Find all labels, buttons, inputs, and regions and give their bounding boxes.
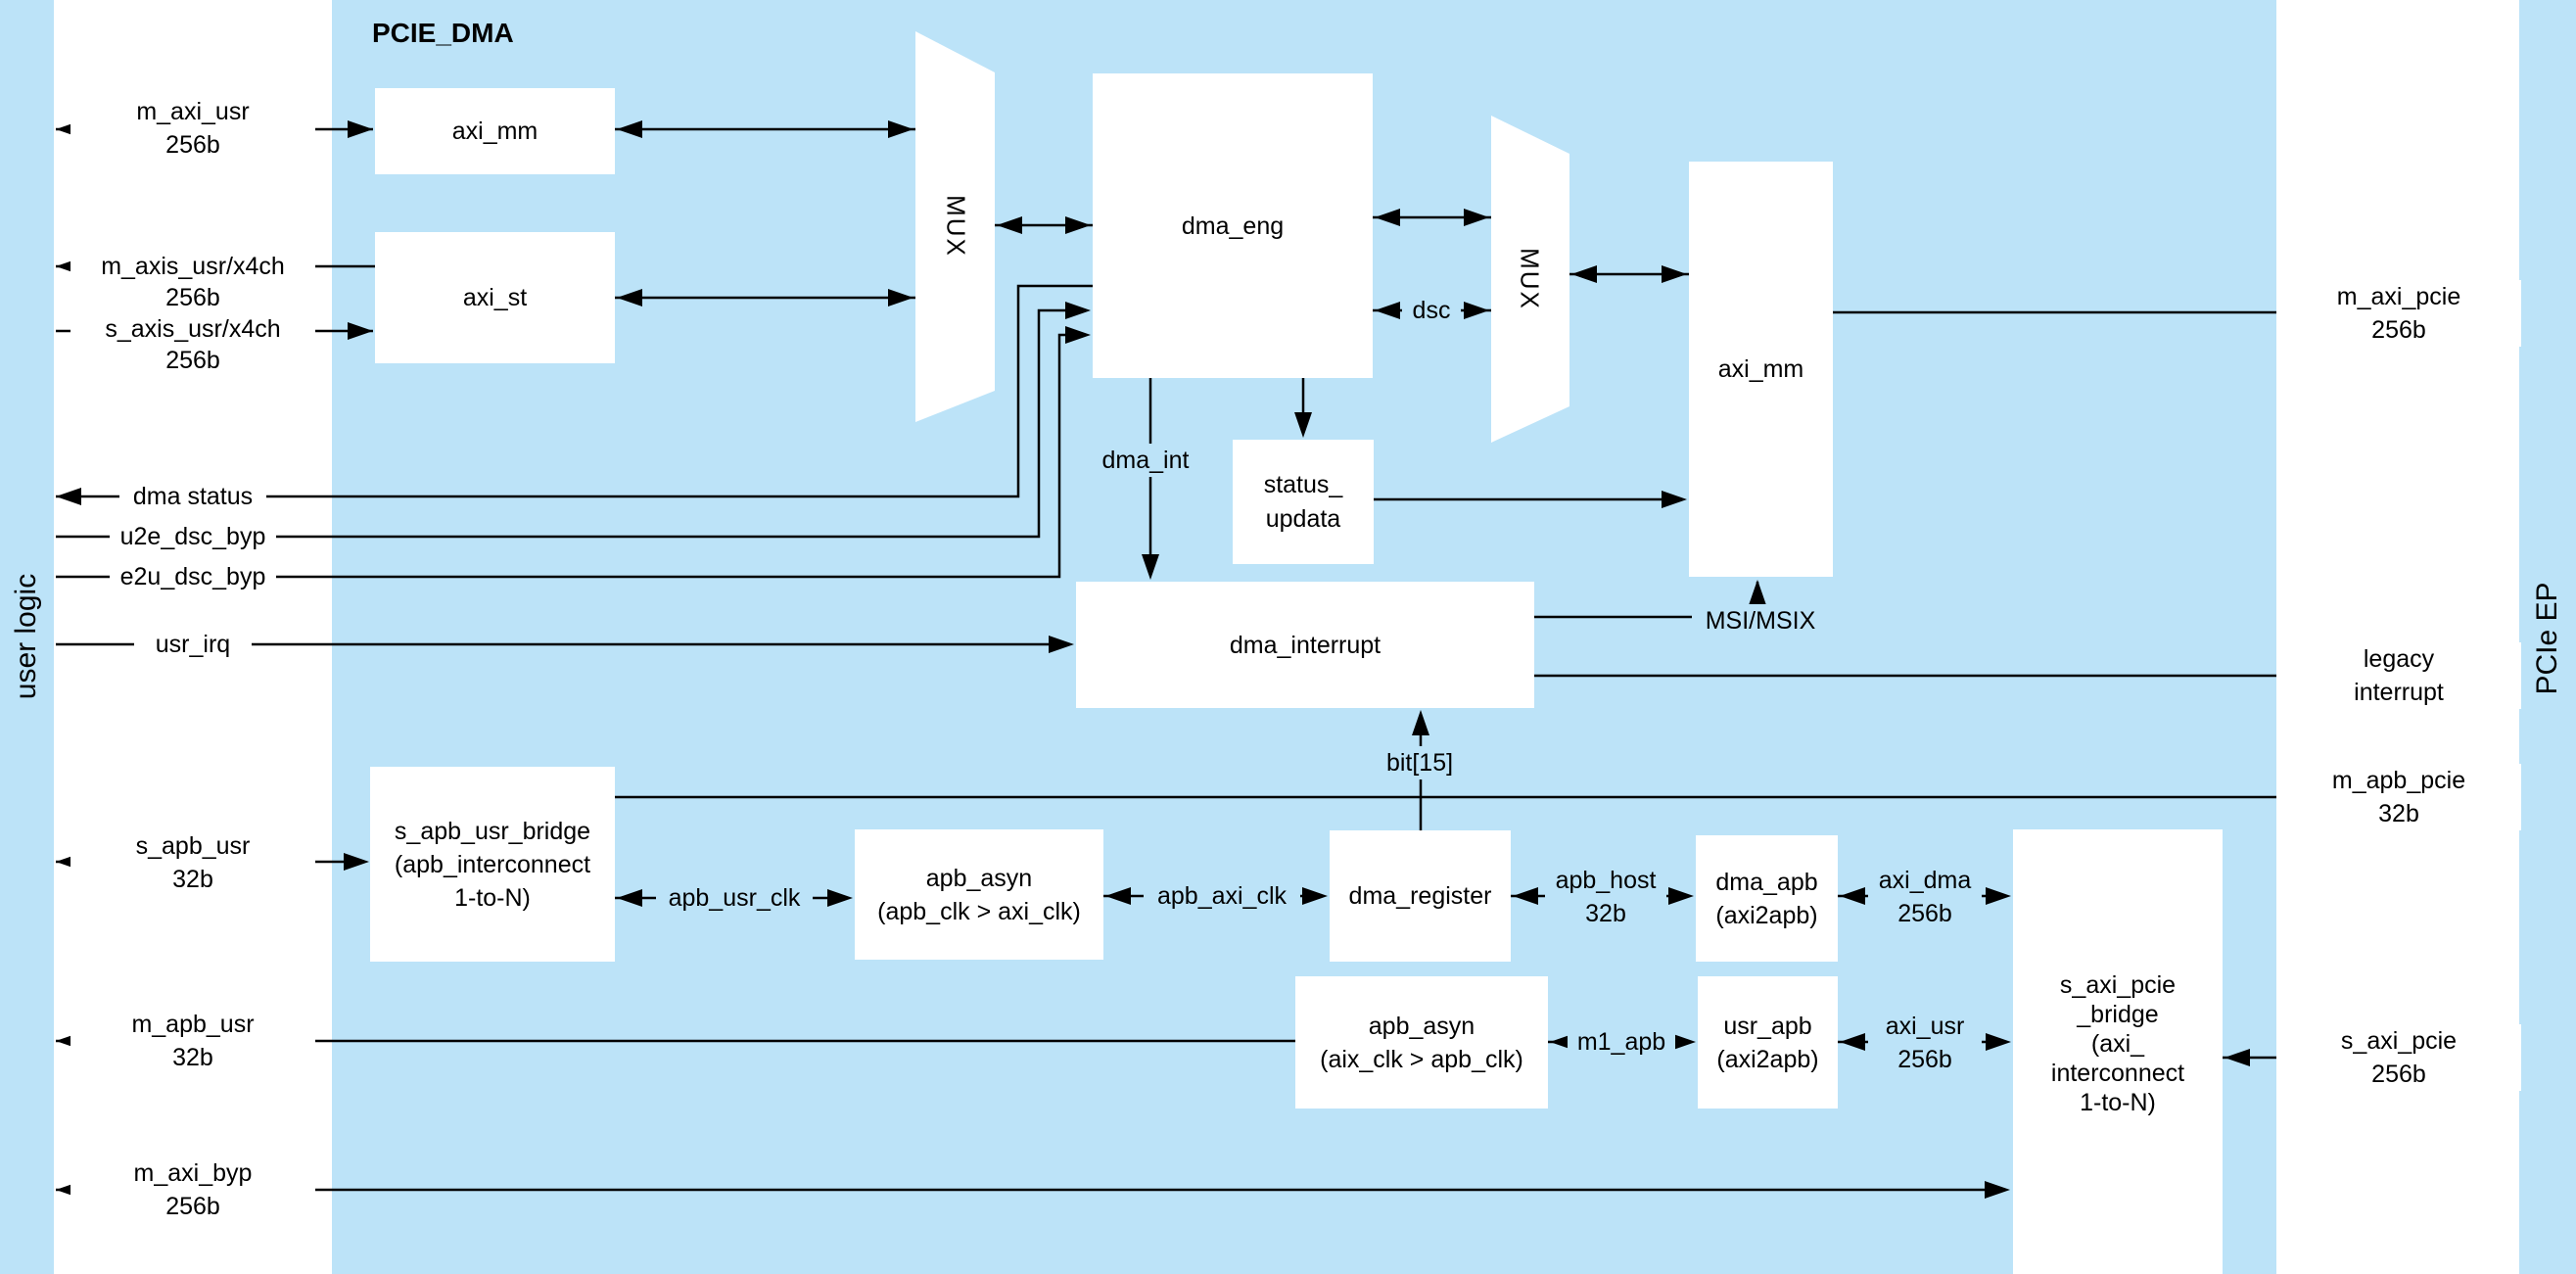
pcie-ep-label: PCIe EP — [2531, 582, 2563, 695]
signal-m-apb-usr: m_apb_usr 32b — [70, 1008, 315, 1074]
signal-dma-status: dma status — [119, 480, 266, 513]
signal-m-axi-pcie: m_axi_pcie 256b — [2276, 280, 2521, 347]
block-dma-interrupt: dma_interrupt — [1076, 582, 1534, 708]
signal-m-axi-byp: m_axi_byp 256b — [70, 1156, 315, 1223]
signal-apb-usr-clk: apb_usr_clk — [656, 881, 813, 915]
block-dma-register: dma_register — [1330, 830, 1511, 962]
block-s-apb-usr-bridge: s_apb_usr_bridge (apb_interconnect 1-to-… — [370, 767, 615, 962]
block-usr-apb: usr_apb (axi2apb) — [1698, 976, 1838, 1109]
signal-dsc: dsc — [1402, 294, 1461, 327]
signal-axi-dma: axi_dma 256b — [1868, 864, 1982, 930]
block-s-axi-pcie-bridge: s_axi_pcie _bridge (axi_ interconnect 1-… — [2013, 829, 2223, 1274]
signal-m-apb-pcie: m_apb_pcie 32b — [2276, 764, 2521, 830]
pcie-ep-strip — [2519, 0, 2576, 1274]
signal-apb-host: apb_host 32b — [1545, 864, 1666, 930]
signal-m1-apb: m1_apb — [1568, 1025, 1675, 1059]
block-status-update: status_ updata — [1233, 440, 1374, 564]
signal-e2u-dsc-byp: e2u_dsc_byp — [110, 560, 276, 593]
signal-apb-axi-clk: apb_axi_clk — [1144, 879, 1300, 913]
arrow-left — [56, 488, 81, 505]
diagram-title: PCIE_DMA — [372, 18, 514, 48]
signal-m-axi-usr: m_axi_usr 256b — [70, 95, 315, 162]
signal-bit15: bit[15] — [1366, 746, 1474, 779]
block-apb-asyn-usr: apb_asyn (apb_clk > axi_clk) — [855, 829, 1103, 960]
signal-u2e-dsc-byp: u2e_dsc_byp — [110, 520, 276, 553]
signal-m-axis-usr: m_axis_usr/x4ch 256b — [70, 251, 315, 313]
block-mux1-label: MUX — [941, 195, 971, 258]
block-mux2-label: MUX — [1515, 248, 1545, 310]
block-axi-mm-right: axi_mm — [1689, 162, 1833, 577]
signal-legacy-interrupt: legacy interrupt — [2276, 642, 2521, 709]
signal-s-apb-usr: s_apb_usr 32b — [70, 829, 315, 896]
block-dma-apb: dma_apb (axi2apb) — [1696, 835, 1838, 962]
signal-usr-irq: usr_irq — [134, 628, 252, 661]
signal-msi-msix: MSI/MSIX — [1692, 604, 1829, 637]
signal-s-axis-usr: s_axis_usr/x4ch 256b — [70, 313, 315, 376]
block-axi-st: axi_st — [375, 232, 615, 363]
user-logic-strip — [0, 0, 54, 1274]
signal-axi-usr: axi_usr 256b — [1868, 1010, 1982, 1076]
block-apb-asyn-m1: apb_asyn (aix_clk > apb_clk) — [1295, 976, 1548, 1109]
block-axi-mm-left: axi_mm — [375, 88, 615, 174]
signal-s-axi-pcie: s_axi_pcie 256b — [2276, 1024, 2521, 1091]
block-dma-eng: dma_eng — [1093, 73, 1373, 378]
user-logic-label: user logic — [10, 573, 42, 700]
signal-dma-int: dma_int — [1092, 444, 1199, 477]
